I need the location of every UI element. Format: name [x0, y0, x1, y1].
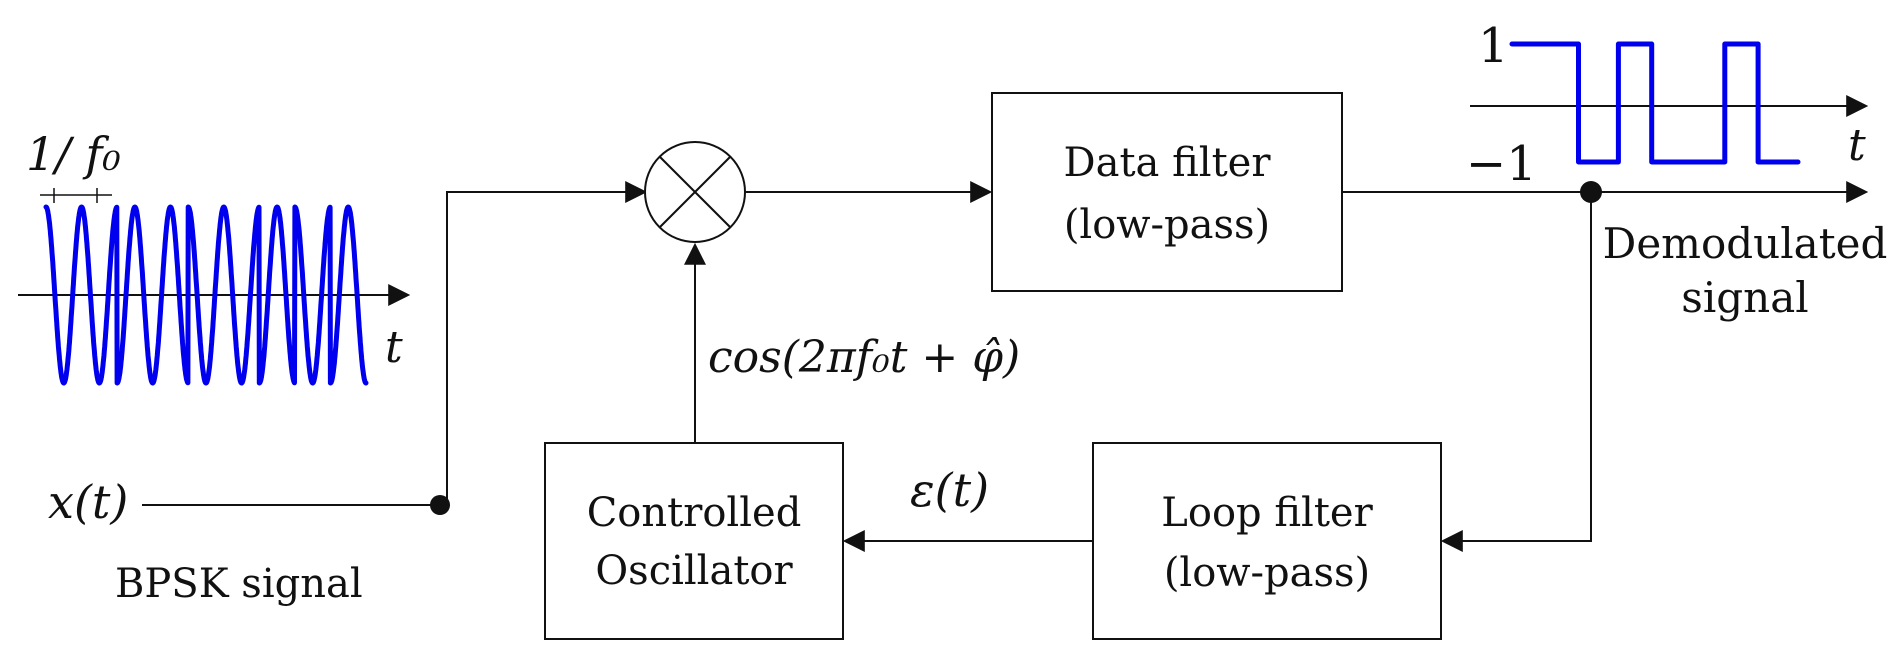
oscillator-sublabel: Oscillator — [595, 548, 793, 594]
demod-low-level-label: −1 — [1466, 136, 1537, 192]
mixer-cross-icon-stroke — [659, 156, 731, 228]
input-signal-label: x(t) — [48, 475, 128, 529]
loop-filter-label: Loop filter — [1161, 490, 1373, 536]
oscillator-output-label: cos(2πf₀t + φ̂) — [708, 332, 1020, 383]
bpsk-waveform — [43, 204, 369, 386]
demod-time-axis-label: t — [1848, 120, 1866, 171]
controlled-oscillator-block: Controlled Oscillator — [544, 442, 844, 640]
data-filter-block: Data filter (low-pass) — [991, 92, 1343, 292]
input-to-mixer-wire — [440, 181, 648, 506]
error-signal-label: ε(t) — [910, 463, 989, 517]
period-label: 1/ f₀ — [26, 127, 121, 181]
data-filter-label: Data filter — [1064, 140, 1272, 186]
oscillator-label: Controlled — [587, 490, 802, 536]
loop-filter-block: Loop filter (low-pass) — [1092, 442, 1442, 640]
output-label-line2: signal — [1681, 273, 1808, 322]
data-filter-box — [991, 92, 1343, 292]
mixer-multiplier — [644, 141, 746, 243]
demodulated-waveform — [1509, 41, 1801, 165]
demod-high-level-label: 1 — [1478, 18, 1509, 74]
output-label-line1: Demodulated — [1603, 219, 1888, 268]
bpsk-time-axis-label: t — [385, 322, 403, 373]
data-filter-sublabel: (low-pass) — [1064, 202, 1270, 248]
bpsk-waveform-plot: 1/ f₀ t — [18, 127, 411, 386]
demodulated-waveform-plot: 1 −1 t — [1466, 18, 1869, 192]
oscillator-box — [544, 442, 844, 640]
loop-filter-box — [1092, 442, 1442, 640]
loop-filter-sublabel: (low-pass) — [1164, 550, 1370, 596]
feedback-wire — [1440, 192, 1592, 552]
input-signal-caption: BPSK signal — [115, 561, 363, 607]
